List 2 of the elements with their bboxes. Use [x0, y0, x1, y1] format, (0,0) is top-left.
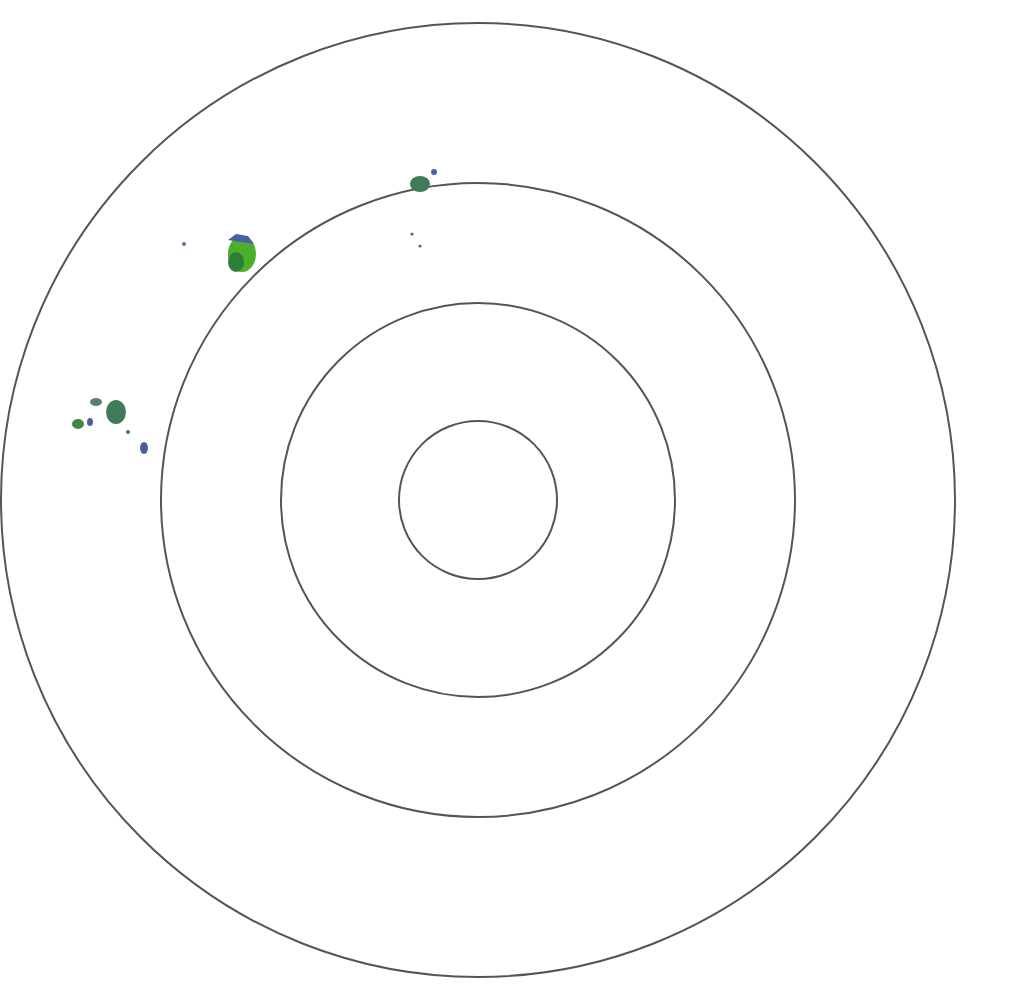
range-ring: [280, 302, 676, 698]
range-ring: [398, 420, 558, 580]
